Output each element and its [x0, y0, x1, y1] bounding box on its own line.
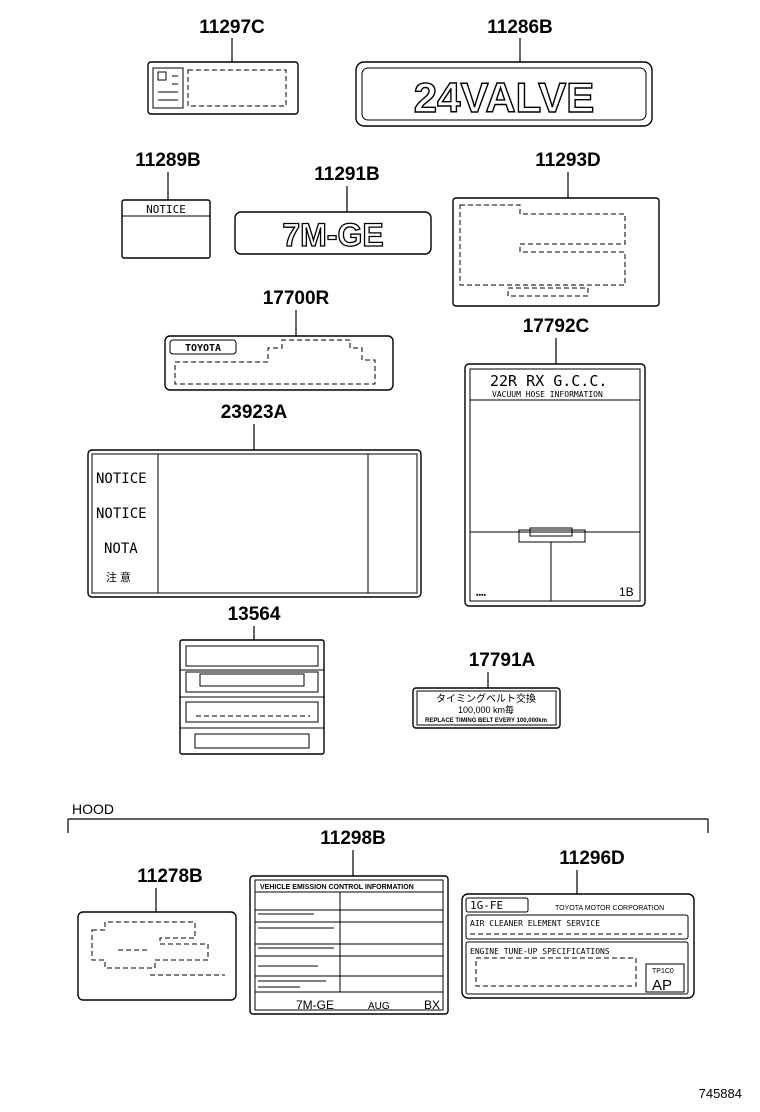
- emission-bx-text: BX: [424, 998, 440, 1012]
- notice-2-text: NOTICE: [96, 506, 147, 522]
- part-17700r: 17700R TOYOTA: [164, 288, 394, 391]
- part-17792c: 17792C 22R RX G.C.C. VACUUM HOSE INFORMA…: [464, 316, 646, 607]
- ap-small-text: TP1C0: [652, 968, 674, 975]
- valve-badge-text: 24VALVE: [414, 74, 595, 121]
- part-number-13564: 13564: [228, 604, 281, 625]
- timing-belt-jp-text: タイミングベルト交換: [436, 692, 536, 705]
- part-13564: 13564: [179, 604, 325, 755]
- vacuum-subtitle-text: VACUUM HOSE INFORMATION: [492, 390, 603, 399]
- part-23923a: 23923A NOTICE NOTICE NOTA 注 意: [87, 402, 422, 598]
- vacuum-title-text: 22R RX G.C.C.: [490, 372, 607, 390]
- emission-title-text: VEHICLE EMISSION CONTROL INFORMATION: [260, 884, 414, 891]
- engine-badge-text: 7M-GE: [282, 217, 383, 253]
- air-cleaner-text: AIR CLEANER ELEMENT SERVICE: [470, 919, 600, 928]
- hood-bracket: HOOD: [67, 801, 709, 833]
- part-11297c: 11297C: [147, 17, 299, 115]
- notice-1-text: NOTICE: [96, 471, 147, 487]
- toyota-corp-text: TOYOTA MOTOR CORPORATION: [555, 905, 664, 912]
- part-17791a: 17791A タイミングベルト交換 100,000 km毎 REPLACE TI…: [412, 650, 561, 729]
- emission-engine-text: 7M-GE: [296, 998, 334, 1012]
- part-number-11297c: 11297C: [199, 17, 265, 38]
- engine-code-text: 1G-FE: [470, 899, 503, 912]
- part-number-23923a: 23923A: [221, 402, 288, 423]
- timing-belt-en-text: REPLACE TIMING BELT EVERY 100,000km: [425, 718, 547, 724]
- vacuum-small-code: ▪▪▪▪: [476, 592, 486, 599]
- part-11291b: 11291B 7M-GE: [234, 164, 432, 255]
- ap-code-text: AP: [652, 977, 672, 994]
- part-11289b: 11289B NOTICE: [121, 150, 211, 259]
- tune-up-text: ENGINE TUNE-UP SPECIFICATIONS: [470, 947, 610, 956]
- part-number-11289b: 11289B: [135, 150, 201, 171]
- notice-jp-text: 注 意: [106, 570, 131, 584]
- part-number-11278b: 11278B: [137, 866, 203, 887]
- vacuum-code-text: 1B: [619, 585, 634, 599]
- part-number-11296d: 11296D: [559, 848, 625, 869]
- notice-small-text: NOTICE: [146, 203, 186, 216]
- part-number-17792c: 17792C: [523, 316, 590, 337]
- hood-label: HOOD: [72, 801, 114, 817]
- part-11278b: 11278B: [77, 866, 237, 1001]
- part-11298b: 11298B VEHICLE EMISSION CONTROL INFORMAT…: [249, 828, 449, 1015]
- part-number-17791a: 17791A: [469, 650, 536, 671]
- part-number-17700r: 17700R: [263, 288, 330, 309]
- part-number-11291b: 11291B: [314, 164, 380, 185]
- timing-belt-km-text: 100,000 km毎: [458, 704, 514, 715]
- part-number-11286b: 11286B: [487, 17, 553, 38]
- toyota-logo-text: TOYOTA: [185, 343, 221, 354]
- part-11296d: 11296D 1G-FE TOYOTA MOTOR CORPORATION AI…: [461, 848, 695, 999]
- diagram-number: 745884: [699, 1086, 742, 1101]
- part-number-11293d: 11293D: [535, 150, 601, 171]
- part-11286b: 11286B 24VALVE: [355, 17, 653, 127]
- part-number-11298b: 11298B: [320, 828, 386, 849]
- nota-text: NOTA: [104, 541, 138, 557]
- emission-aug-text: AUG: [368, 1001, 390, 1012]
- part-11293d: 11293D: [452, 150, 660, 307]
